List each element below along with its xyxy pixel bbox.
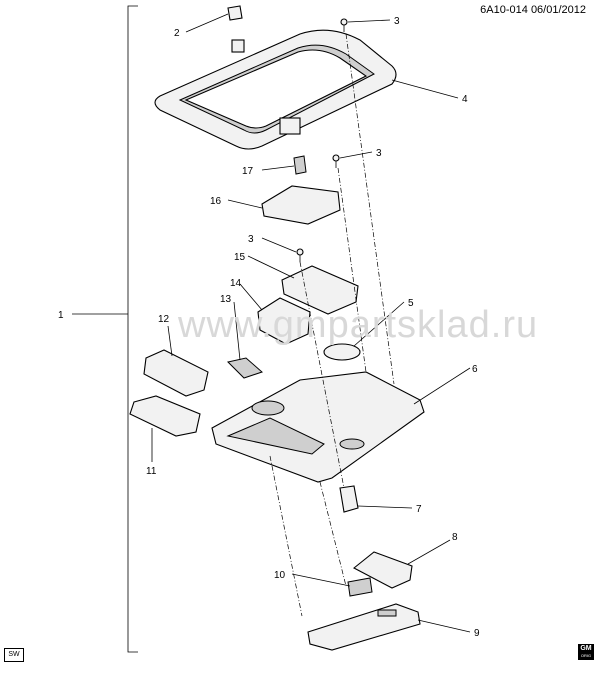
gm-logo-text: GM: [580, 645, 592, 652]
callout-label: 3: [248, 234, 254, 245]
callout-label: 9: [474, 628, 480, 639]
callout-label: 14: [230, 278, 242, 289]
callout-label: 3: [394, 16, 400, 27]
alignment-line: [337, 167, 367, 373]
housing-part: [281, 265, 359, 315]
lower-connector-part: [347, 577, 373, 597]
lens-part: [227, 357, 263, 379]
callout-label: 17: [242, 166, 254, 177]
alignment-line: [319, 481, 347, 587]
alignment-line: [269, 455, 303, 617]
callout-label: 3: [376, 148, 382, 159]
leader-14: [239, 283, 263, 311]
diagram-header: 6A10-014 06/01/2012: [480, 4, 586, 16]
leader-6: [413, 367, 471, 405]
frame-part: [154, 29, 397, 150]
leader-7: [357, 505, 413, 509]
callout-label: 16: [210, 196, 222, 207]
diagram-code: 6A10-014: [480, 4, 528, 16]
alignment-line: [299, 261, 345, 489]
callout-label: 13: [220, 294, 232, 305]
gm-logo-sub: ORIG: [580, 653, 592, 658]
switch-module-part: [257, 297, 311, 345]
callout-label: 5: [408, 298, 414, 309]
leader-13: [233, 301, 241, 361]
clip-lower-part: [339, 485, 359, 513]
connector-part: [293, 155, 307, 175]
leader-10: [291, 573, 351, 587]
leader-3c: [261, 237, 297, 253]
leader-16: [227, 199, 263, 209]
callout-label: 15: [234, 252, 246, 263]
diagram-date: 06/01/2012: [530, 4, 586, 16]
callout-label: 12: [158, 314, 170, 325]
leader-5: [353, 301, 405, 347]
callout-label: 4: [462, 94, 468, 105]
leader-2: [185, 13, 229, 33]
callout-label: 2: [174, 28, 180, 39]
callout-label: 10: [274, 570, 286, 581]
module-bracket-part: [261, 185, 341, 225]
callout-label: 7: [416, 504, 422, 515]
callout-label: 8: [452, 532, 458, 543]
switch-panel-part: [143, 349, 209, 397]
screw-part: [332, 154, 340, 168]
screw-part: [340, 18, 348, 32]
leader-15: [247, 255, 295, 279]
lamp-part: [323, 343, 361, 361]
sw-badge: SW: [4, 648, 24, 662]
callout-label: 1: [58, 310, 64, 321]
cover-window: [377, 609, 397, 617]
leader-17: [261, 165, 295, 171]
leader-12: [167, 325, 173, 357]
leader-4: [391, 79, 459, 99]
console-part: [211, 371, 425, 483]
leader-8: [407, 539, 451, 565]
switch-panel-lower-part: [129, 395, 201, 437]
watermark: www.gmpartsklad.ru: [178, 304, 539, 346]
reading-bracket-part: [353, 551, 413, 589]
callout-label: 11: [146, 466, 157, 477]
screw-part: [296, 248, 304, 262]
leader-9: [417, 619, 471, 633]
leader-3a: [347, 19, 391, 23]
callout-label: 6: [472, 364, 478, 375]
cover-part: [307, 603, 421, 651]
group-bracket: [127, 5, 138, 653]
clip-part: [227, 5, 243, 21]
leader-3b: [339, 151, 373, 159]
alignment-line: [345, 33, 395, 385]
